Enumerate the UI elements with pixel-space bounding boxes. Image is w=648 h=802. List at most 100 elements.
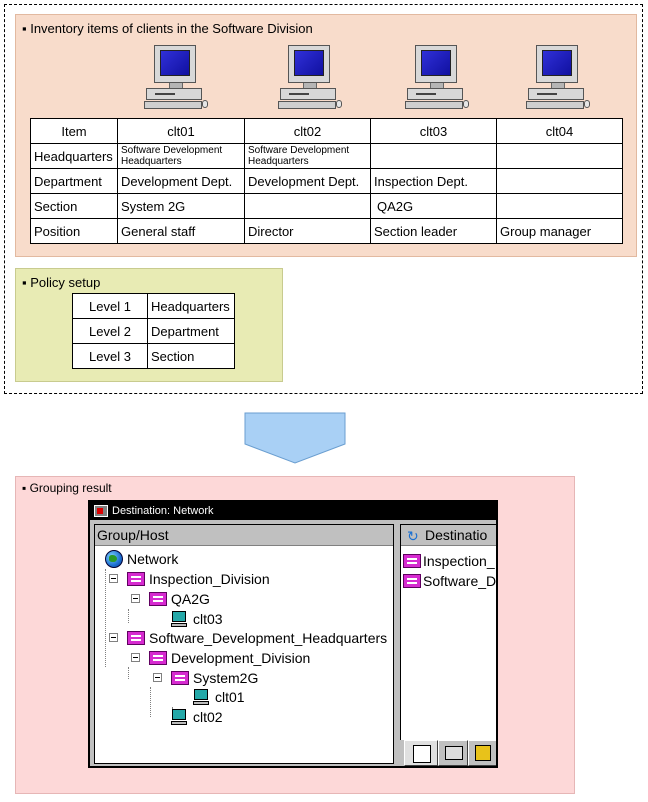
tree-label: clt01 [215,689,245,705]
destination-pane[interactable]: Destinatio ↻ Inspection_ Software_D [400,524,497,742]
network-tree-icon [413,745,431,763]
inventory-table: Item clt01 clt02 clt03 clt04 Headquarter… [30,118,623,244]
app-icon [94,505,108,517]
inventory-header-row: Item clt01 clt02 clt03 clt04 [30,118,623,144]
window-titlebar[interactable]: Destination: Network [90,502,496,520]
cell: Development Dept. [117,168,245,194]
tree-label: Software_Development_Headquarters [149,630,388,646]
tree-label: System2G [193,670,259,686]
package-icon [475,745,491,761]
cell: QA2G [370,193,497,219]
policy-row: Level 3 Section [72,343,235,369]
group-icon [127,631,145,645]
collapse-icon[interactable] [131,653,140,662]
policy-row: Level 2 Department [72,318,235,344]
tree-label: Inspection_Division [149,571,270,587]
group-icon [403,554,421,568]
host-icon [171,611,187,627]
cell: Software Development Headquarters [117,143,245,169]
cell: System 2G [117,193,245,219]
policy-value: Department [147,318,235,344]
policy-panel: ▪ Policy setup Level 1 Headquarters Leve… [15,268,283,382]
host-icon [171,709,187,725]
policy-level: Level 3 [72,343,148,369]
cell [496,193,623,219]
column-header-destination[interactable]: Destinatio [401,525,496,546]
destination-label: Inspection_ [423,553,495,569]
header-item: Item [30,118,118,144]
policy-title: ▪ Policy setup [22,275,101,290]
destination-window[interactable]: Destination: Network Group/Host Network … [88,500,498,768]
cell: Group manager [496,218,623,244]
tree-line [128,609,129,623]
policy-table: Level 1 Headquarters Level 2 Department … [72,293,235,369]
collapse-icon[interactable] [109,574,118,583]
source-frame [4,4,643,394]
collapse-icon[interactable] [131,594,140,603]
group-icon [127,572,145,586]
inventory-row-position: Position General staff Director Section … [30,218,623,244]
cell: Software Development Headquarters [244,143,371,169]
computer-clt03-icon [405,45,469,111]
policy-level: Level 2 [72,318,148,344]
row-label: Headquarters [30,143,118,169]
tree-label: clt02 [193,709,223,725]
collapse-icon[interactable] [109,633,118,642]
computer-clt01-icon [144,45,208,111]
result-title: ▪ Grouping result [22,481,112,495]
tree-line [150,687,151,717]
inventory-row-headquarters: Headquarters Software Development Headqu… [30,143,623,169]
tree-label: Network [127,551,179,567]
header-clt02: clt02 [244,118,371,144]
tree-label: Development_Division [171,650,311,666]
cell: Director [244,218,371,244]
computer-clt02-icon [278,45,342,111]
tab-package-view[interactable] [468,740,496,766]
row-label: Position [30,218,118,244]
host-icon [193,689,209,705]
cell [496,168,623,194]
row-label: Department [30,168,118,194]
group-icon [171,671,189,685]
cell [370,143,497,169]
tree-label: clt03 [193,611,223,627]
tree-line [105,569,106,667]
cell: Development Dept. [244,168,371,194]
header-clt03: clt03 [370,118,497,144]
policy-value: Section [147,343,235,369]
cell [244,193,371,219]
cell [496,143,623,169]
header-clt01: clt01 [117,118,245,144]
row-label: Section [30,193,118,219]
inventory-title: ▪ Inventory items of clients in the Soft… [22,21,313,36]
group-icon [149,651,167,665]
inventory-panel: ▪ Inventory items of clients in the Soft… [15,14,637,257]
tab-strip [400,740,496,766]
refresh-icon[interactable]: ↻ [407,528,419,544]
policy-value: Headquarters [147,293,235,319]
column-header-group-host[interactable]: Group/Host [95,525,393,546]
cell: Inspection Dept. [370,168,497,194]
computer-clt04-icon [526,45,590,111]
network-globe-icon [105,550,123,568]
tree-pane[interactable]: Group/Host Network Inspection_Division Q… [94,524,394,764]
window-title: Destination: Network [112,505,214,517]
tree-line [128,667,129,679]
tree-label: QA2G [171,591,210,607]
tab-network-view[interactable] [404,740,438,766]
column-header-label: Destinatio [425,527,488,543]
policy-level: Level 1 [72,293,148,319]
collapse-icon[interactable] [153,673,162,682]
header-clt04: clt04 [496,118,623,144]
inventory-row-department: Department Development Dept. Development… [30,168,623,194]
policy-row: Level 1 Headquarters [72,293,235,319]
destination-label: Software_D [423,573,497,589]
group-icon [149,592,167,606]
monitor-icon [445,746,463,760]
tab-host-view[interactable] [438,740,468,766]
down-arrow-icon [244,412,346,464]
group-icon [403,574,421,588]
cell: Section leader [370,218,497,244]
inventory-row-section: Section System 2G QA2G [30,193,623,219]
cell: General staff [117,218,245,244]
